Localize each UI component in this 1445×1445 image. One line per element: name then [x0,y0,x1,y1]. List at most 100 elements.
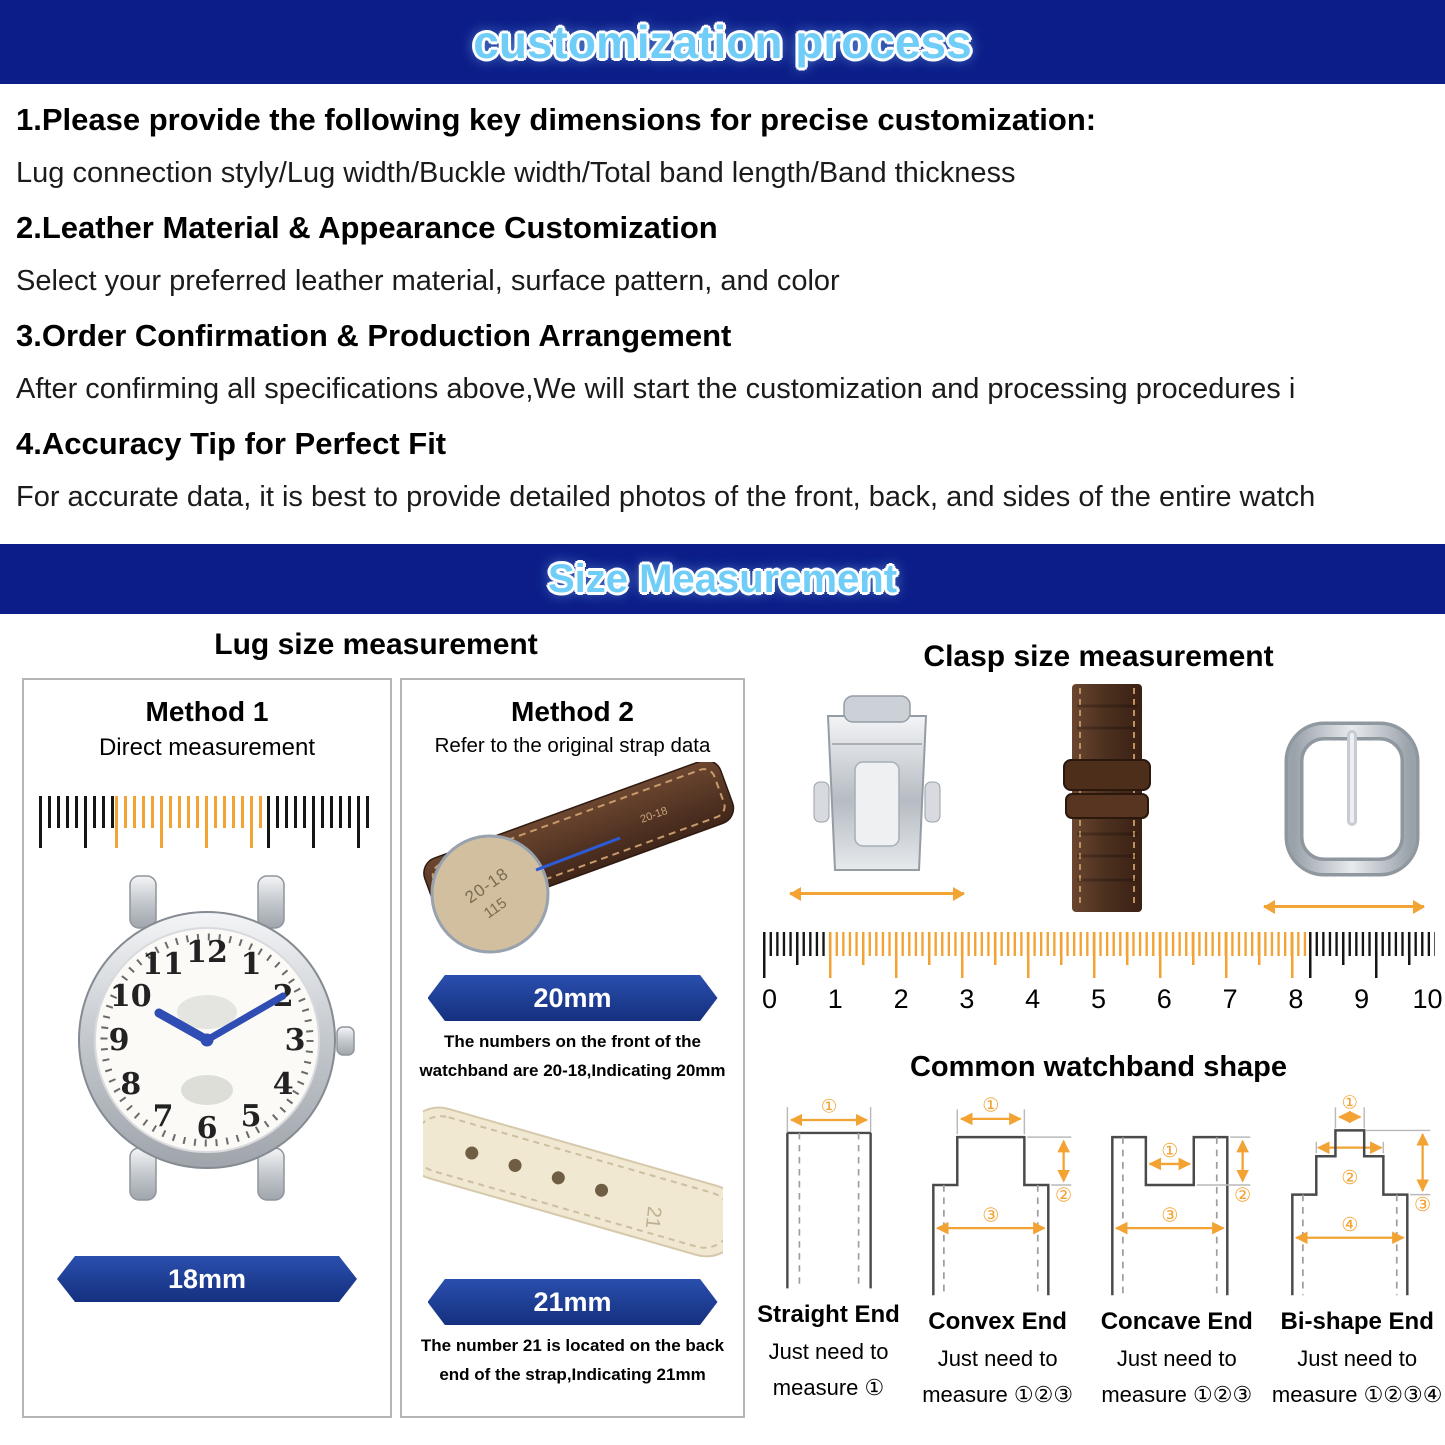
ruler-black-segment [39,796,115,848]
size-banner-title: Size Measurement [547,556,898,601]
back-length-tag: 21mm [427,1279,718,1325]
shape-note-1: Just need to [1116,1346,1237,1371]
shape-bi-shape-diagram: ① ② ③ ④ [1291,1094,1431,1296]
watchband-shape-title: Common watchband shape [909,1051,1288,1083]
ruler-number: 2 [893,984,909,1014]
lug-ruler-graphic [39,796,375,848]
dim-label: ① [1161,1139,1178,1162]
ruler-number: 4 [1025,984,1041,1014]
ruler-black-segment [1308,932,1435,978]
dial-reflection [177,995,237,1029]
dim-label: ③ [982,1203,999,1226]
minute-track [100,933,314,1147]
back-stamp: 21 [640,1205,664,1229]
ruler-number: 9 [1354,984,1370,1014]
clasp-width-arrow [790,892,964,895]
dial-numeral: 3 [285,1023,306,1058]
keeper-loop [1065,793,1149,819]
clasp-ruler-graphic [762,932,1435,978]
dim-label: ③ [1414,1193,1431,1216]
ruler-orange-segment [828,932,1309,978]
dim-label: ① [820,1097,837,1118]
shape-convex-end: ① ② ③ Convex End Just need to measure ①②… [914,1094,1082,1408]
strap-hole [508,1158,522,1172]
shape-note-2: measure ①②③④ [1271,1382,1443,1407]
dial-reflection [181,1075,233,1105]
step-1-body: Lug connection styly/Lug width/Buckle wi… [16,157,1016,189]
method-1-box: Method 1 Direct measurement [22,678,392,1418]
dim-label: ② [1055,1183,1072,1206]
back-length-value: 21mm [533,1286,612,1317]
dial-numeral: 4 [273,1067,294,1102]
shape-bi-shape-end: ① ② ③ ④ Bi-shape End Just need to [1272,1094,1443,1408]
shape-name: Straight End [757,1301,900,1328]
shape-convex-diagram: ① ② ③ [931,1094,1072,1296]
dial-numeral: 9 [109,1023,130,1058]
process-banner: customization process [0,0,1445,84]
front-width-tag: 20mm [427,975,718,1021]
dim-label: ① [1342,1094,1358,1113]
dial-numeral: 7 [153,1099,174,1134]
magnifier-circle [430,834,549,954]
shape-note-1: Just need to [1297,1346,1418,1371]
ruler-number: 0 [761,984,778,1014]
method-2-subtitle: Refer to the original strap data [434,734,711,757]
shape-note-1: Just need to [937,1346,1058,1371]
buckle-width-arrow [1264,905,1424,908]
step-4-body: For accurate data, it is best to provide… [16,481,1316,513]
ruler-black-segment [762,932,829,978]
process-banner-title: customization process [473,16,972,68]
watch-crown [336,1026,355,1056]
measurement-area: Lug size measurement Method 1 Direct mea… [0,614,1445,1418]
dial-numeral: 10 [110,979,152,1014]
shape-straight-diagram: ① [785,1097,872,1289]
watch-photo: 1 2 3 4 5 6 7 8 9 10 11 12 [78,875,355,1201]
method-2-title: Method 2 [511,696,634,727]
method-1-subtitle: Direct measurement [98,734,316,761]
step-3-body: After confirming all specifications abov… [16,373,1296,405]
clasp-photos-row [752,684,1445,924]
step-2-body: Select your preferred leather material, … [16,265,840,297]
clasp-release-button [813,781,830,823]
step-1-heading: 1.Please provide the following key dimen… [16,102,1097,137]
dim-label: ② [1341,1166,1358,1189]
ruler-number: 5 [1090,984,1106,1014]
back-note-line1: The number 21 is located on the back [420,1336,725,1355]
lug-size-section: Lug size measurement Method 1 Direct mea… [0,614,752,1418]
ruler-number-labels: 0 1 2 3 4 5 6 7 8 9 10 [755,984,1443,1015]
ruler-number: 8 [1288,984,1304,1014]
dial-numeral: 5 [241,1099,262,1134]
clasp-size-section: Clasp size measurement [752,614,1445,1418]
pin-buckle-photo [1284,721,1420,877]
minute-hand [203,992,287,1044]
shape-name: Convex End [928,1308,1067,1335]
strap-hole [551,1171,565,1185]
dial-numeral: 8 [120,1067,141,1102]
shape-note-1: Just need to [768,1339,889,1364]
method-boxes: Method 1 Direct measurement [0,678,752,1418]
shape-concave-diagram: ① ② ③ [1110,1135,1251,1296]
customization-steps: 1.Please provide the following key dimen… [0,84,1445,544]
dial-numeral: 11 [142,947,184,982]
lug-section-title: Lug size measurement [214,628,538,661]
strap-back: 21 [422,1106,723,1258]
pointer-needle [534,836,621,872]
shape-straight-end: ① Straight End Just need to measure ① [755,1094,903,1408]
clasp-release-button [924,781,941,823]
watch-lugs [129,875,355,1201]
shape-note-2: measure ①②③ [1101,1382,1253,1407]
method-2-box: Method 2 Refer to the original strap dat… [400,678,745,1418]
shape-name: Bi-shape End [1280,1308,1434,1335]
front-note: The numbers on the front of the watchban… [402,1027,743,1085]
strap-keeper-photo [1063,684,1151,912]
shape-note-2: measure ①②③ [922,1382,1074,1407]
dim-label: ④ [1341,1213,1358,1236]
size-measurement-banner: Size Measurement [0,544,1445,614]
dial-numeral: 1 [241,947,262,982]
ruler-number: 6 [1156,984,1172,1014]
dial-numeral: 6 [197,1111,218,1146]
deployant-clasp-photo [813,695,941,871]
shape-concave-end: ① ② ③ Concave End Just need to measure ①… [1093,1094,1261,1408]
strap-front-photo: 20-18 20-18 115 [422,762,734,954]
